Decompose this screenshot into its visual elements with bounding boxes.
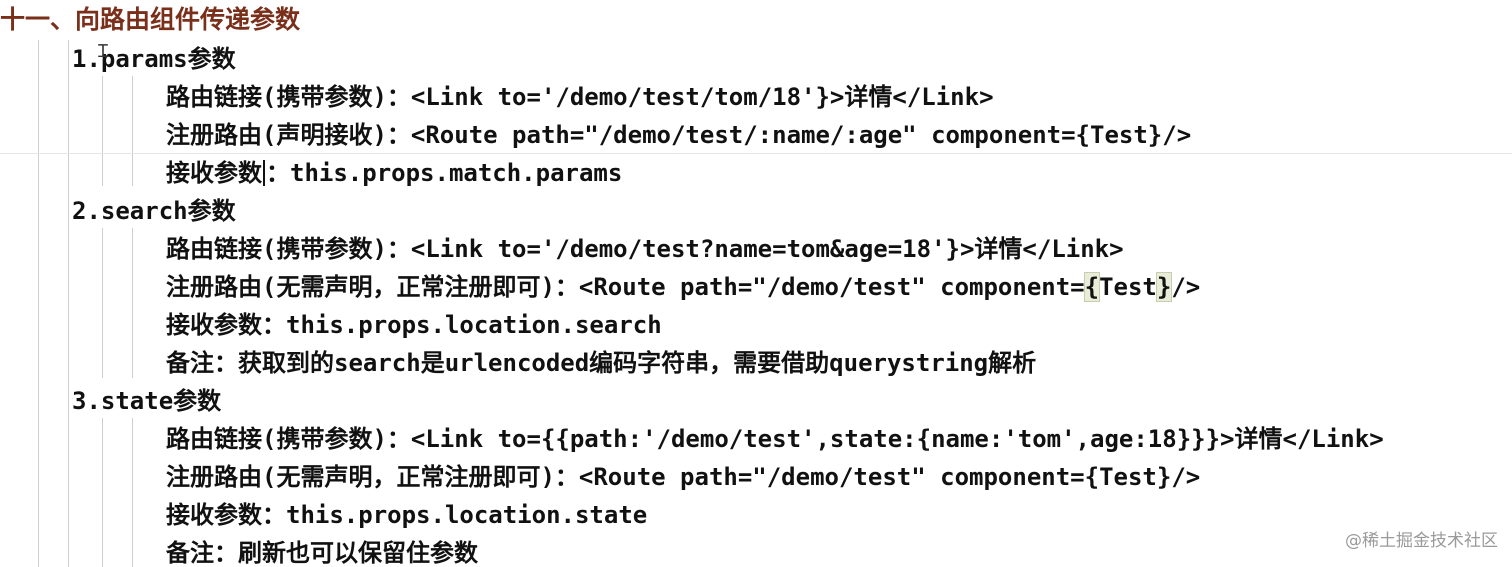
state-link-line[interactable]: 路由链接(携带参数)：<Link to={{path:'/demo/test',… [166,425,1384,453]
indent-guide [132,228,133,378]
matched-brace-open: { [1083,272,1101,302]
section-title-search: 2.search参数 [72,197,236,225]
section-title-state: 3.state参数 [72,387,222,415]
route-suffix: /> [1171,273,1201,301]
params-receive-line[interactable]: 接收参数：this.props.match.params [166,158,622,188]
indent-guide [68,40,69,567]
indent-guide [102,228,103,378]
watermark: @稀土掘金技术社区 [1345,531,1498,551]
search-note-line[interactable]: 备注：获取到的search是urlencoded编码字符串，需要借助querys… [166,349,1037,377]
search-link-line[interactable]: 路由链接(携带参数)：<Link to='/demo/test?name=tom… [166,235,1124,263]
search-route-line[interactable]: 注册路由(无需声明，正常注册即可)：<Route path="/demo/tes… [166,272,1200,302]
route-prefix: 注册路由(无需声明，正常注册即可)：<Route path="/demo/tes… [166,273,1085,301]
indent-guide [102,418,103,567]
page-heading: 十一、向路由组件传递参数 [0,5,301,34]
route-component: Test [1099,273,1157,301]
indent-guide [132,76,133,186]
state-receive-line[interactable]: 接收参数：this.props.location.state [166,501,648,529]
search-receive-line[interactable]: 接收参数：this.props.location.search [166,311,662,339]
text-cursor-icon: Ɪ [98,41,109,62]
text-caret [263,160,265,186]
receive-value: ：this.props.match.params [266,159,623,187]
indent-guide [132,418,133,567]
indent-guide [38,40,39,567]
receive-label: 接收参数 [166,159,262,187]
current-line-separator [0,153,1512,154]
params-link-line[interactable]: 路由链接(携带参数)：<Link to='/demo/test/tom/18'}… [166,83,994,111]
section-title-params: 1.params参数 [72,45,236,73]
state-route-line[interactable]: 注册路由(无需声明，正常注册即可)：<Route path="/demo/tes… [166,463,1201,491]
state-note-line[interactable]: 备注：刷新也可以保留住参数 [166,539,478,567]
indent-guide [102,76,103,186]
params-route-line[interactable]: 注册路由(声明接收)：<Route path="/demo/test/:name… [166,121,1192,149]
matched-brace-close: } [1155,272,1173,302]
